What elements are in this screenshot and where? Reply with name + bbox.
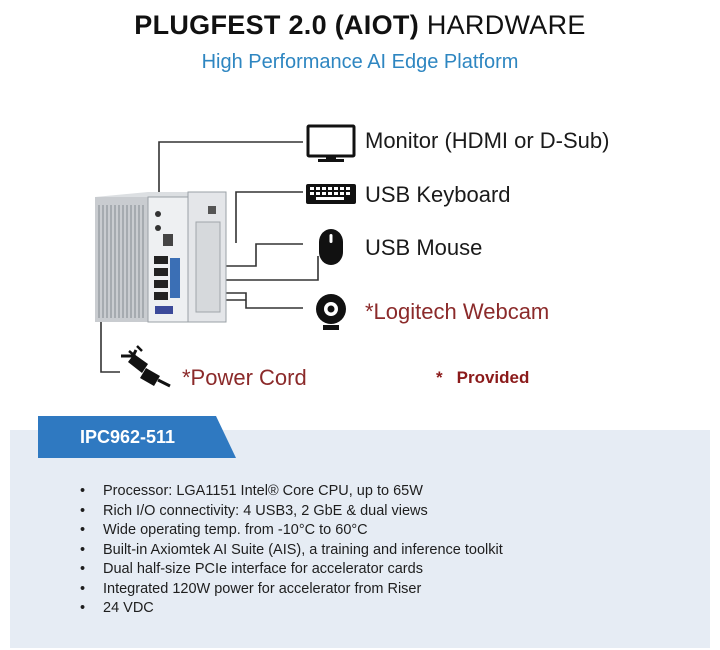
power-cord-label: *Power Cord xyxy=(182,365,307,390)
mouse-icon xyxy=(319,229,343,265)
keyboard-label: USB Keyboard xyxy=(365,182,511,207)
ipc-device-image xyxy=(95,191,227,323)
title-bold: PLUGFEST 2.0 (AIOT) xyxy=(134,10,419,40)
webcam-label: *Logitech Webcam xyxy=(365,299,550,324)
spec-item: 24 VDC xyxy=(80,599,503,619)
spec-item: Rich I/O connectivity: 4 USB3, 2 GbE & d… xyxy=(80,502,503,522)
power-plug-icon xyxy=(121,345,171,388)
model-tab: IPC962-511 xyxy=(38,416,236,458)
spec-item: Processor: LGA1151 Intel® Core CPU, up t… xyxy=(80,482,503,502)
monitor-label: Monitor (HDMI or D-Sub) xyxy=(365,128,610,153)
page-subtitle: High Performance AI Edge Platform xyxy=(201,51,519,73)
title-plain: HARDWARE xyxy=(426,10,586,40)
keyboard-icon xyxy=(306,184,356,204)
spec-item: Built-in Axiomtek AI Suite (AIS), a trai… xyxy=(80,541,503,561)
provided-star: * xyxy=(436,368,443,387)
spec-item: Wide operating temp. from -10°C to 60°C xyxy=(80,521,503,541)
mouse-label: USB Mouse xyxy=(365,235,483,260)
spec-item: Integrated 120W power for accelerator fr… xyxy=(80,580,503,600)
page-title: PLUGFEST 2.0 (AIOT) HARDWARE xyxy=(0,10,720,41)
model-name: IPC962-511 xyxy=(80,427,176,447)
connection-diagram xyxy=(95,124,356,388)
monitor-icon xyxy=(306,124,356,162)
spec-list: Processor: LGA1151 Intel® Core CPU, up t… xyxy=(80,482,503,619)
webcam-icon xyxy=(316,294,346,330)
provided-legend: * Provided xyxy=(436,368,529,388)
provided-text: Provided xyxy=(456,368,530,387)
spec-item: Dual half-size PCIe interface for accele… xyxy=(80,560,503,580)
